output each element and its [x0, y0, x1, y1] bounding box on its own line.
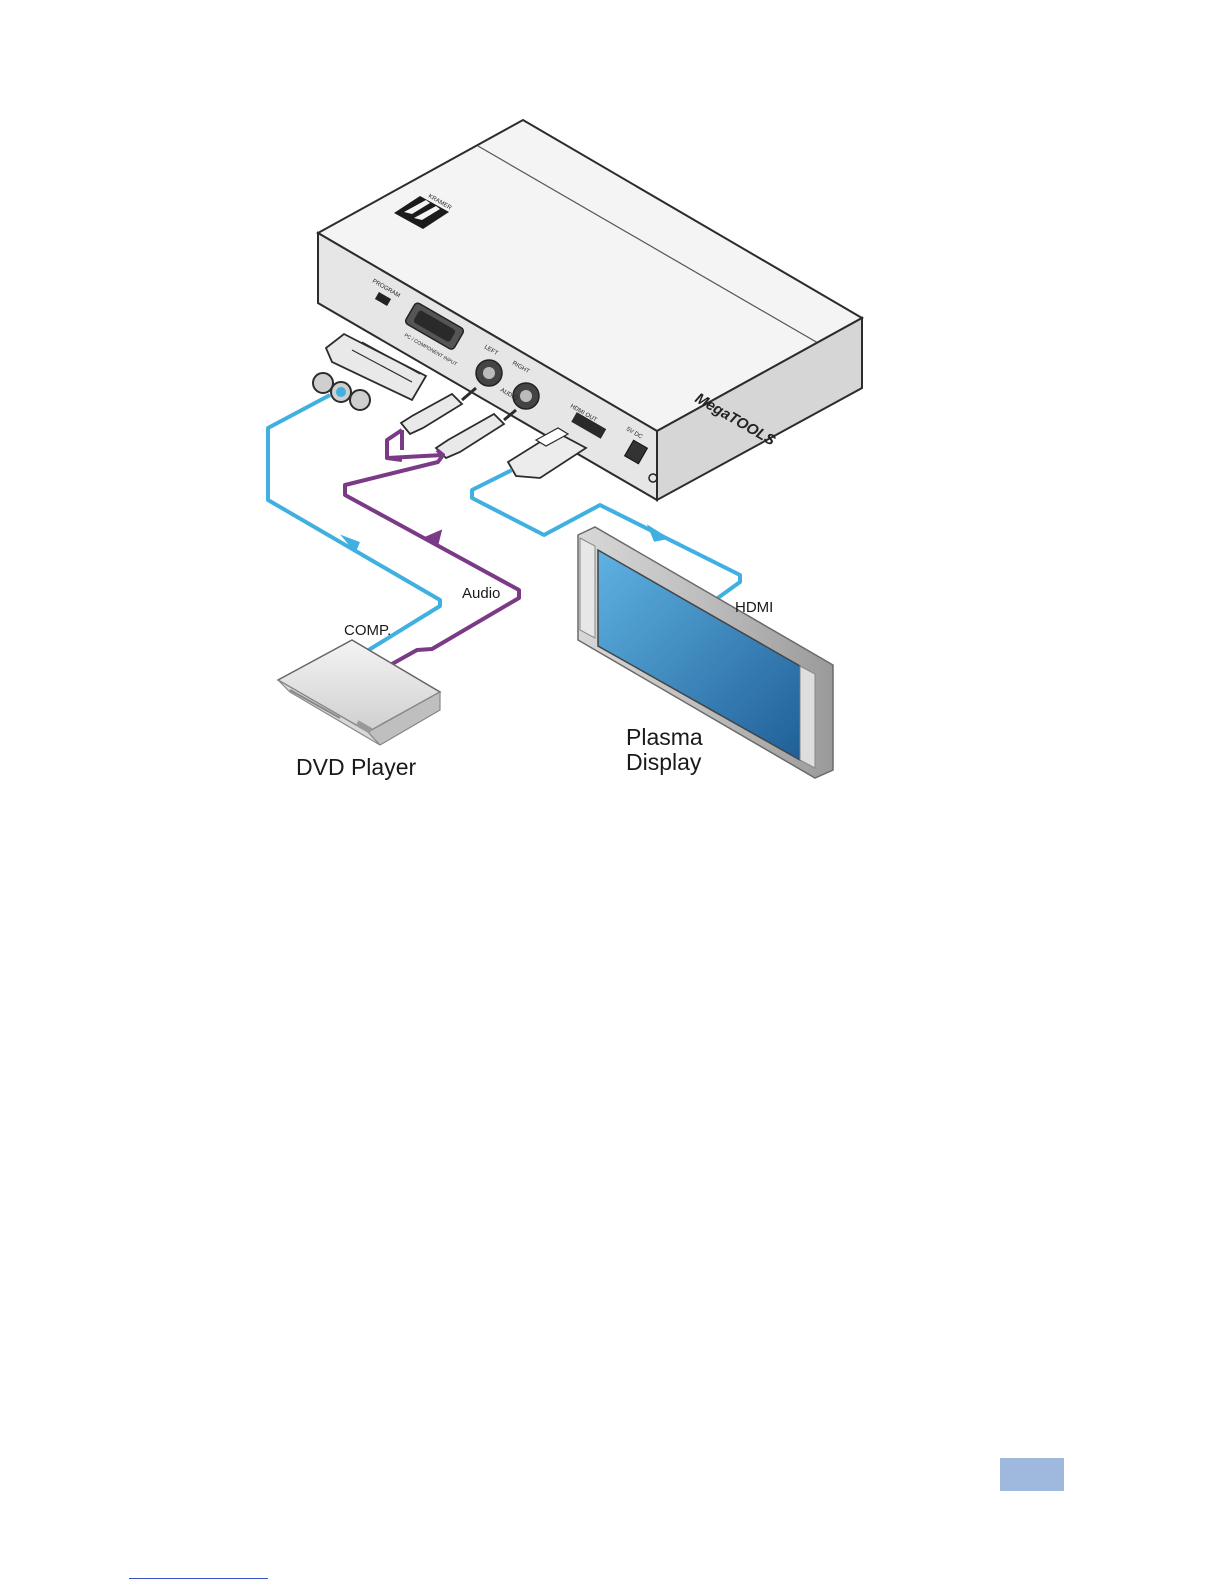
label-comp: COMP. — [344, 622, 391, 639]
rca-plug-right — [436, 410, 516, 458]
label-dvd-player: DVD Player — [296, 754, 416, 780]
scaler-device: KRAMER MegaTOOLS PROGRAM PC / COMPONENT … — [318, 120, 862, 500]
plasma-display — [578, 527, 833, 778]
dvd-player — [278, 640, 440, 745]
page-number-badge — [1000, 1458, 1064, 1491]
component-cable — [268, 395, 440, 651]
hdmi-arrow-icon — [650, 528, 666, 540]
label-plasma-line1: Plasma — [626, 724, 703, 750]
label-plasma-line2: Display — [626, 749, 702, 775]
footer-rule — [129, 1578, 268, 1579]
label-hdmi: HDMI — [735, 599, 773, 616]
label-audio: Audio — [462, 585, 500, 602]
